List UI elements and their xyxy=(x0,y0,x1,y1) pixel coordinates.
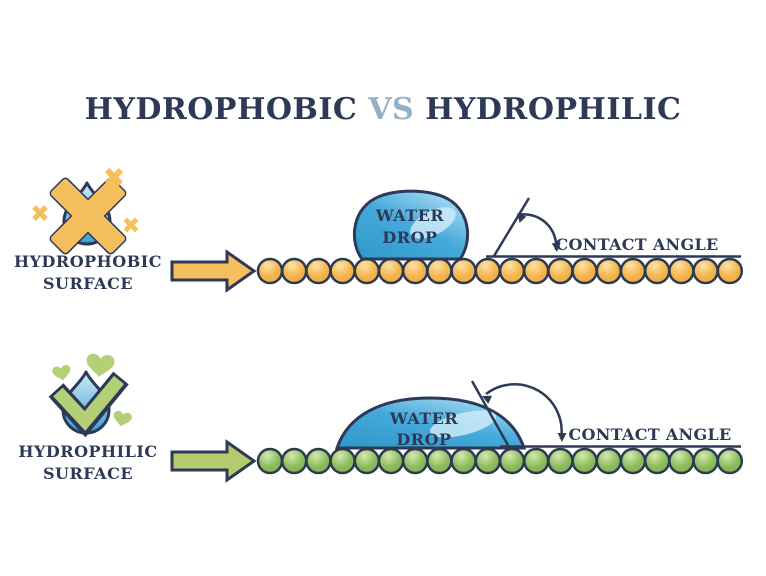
hydrophilic-bead-row xyxy=(256,447,744,475)
surface-bead xyxy=(474,257,502,285)
check-mark-icon xyxy=(48,371,129,438)
surface-bead xyxy=(329,447,356,475)
surface-bead xyxy=(353,447,381,475)
surface-bead xyxy=(595,447,623,475)
contact-angle-marker-hydrophilic xyxy=(470,380,741,448)
arrow-right-icon xyxy=(170,249,257,293)
drop-highlight xyxy=(410,207,456,239)
arc-arrowhead xyxy=(551,242,561,252)
title-hydrophilic: HYDROPHILIC xyxy=(425,92,682,127)
drop-highlight xyxy=(429,410,497,438)
surface-bead xyxy=(643,257,671,285)
surface-bead xyxy=(571,447,598,475)
surface-bead xyxy=(280,447,308,475)
contact-angle-label-hydrophilic: CONTACT ANGLE xyxy=(568,425,731,444)
surface-bead xyxy=(329,257,356,285)
surface-bead xyxy=(401,257,429,285)
water-drop-label-line2: DROP xyxy=(396,430,451,449)
title-hydrophobic: HYDROPHOBIC xyxy=(84,92,358,127)
surface-bead xyxy=(692,257,719,285)
title-vs: VS xyxy=(368,92,415,127)
surface-bead xyxy=(401,447,429,475)
hydrophobic-surface-label-line1: HYDROPHOBIC xyxy=(14,252,162,271)
surface-bead xyxy=(498,257,526,285)
page-title: HYDROPHOBIC VS HYDROPHILIC xyxy=(0,92,766,127)
hydrophobic-surface-label-line2: SURFACE xyxy=(43,274,133,293)
crossed-out-drop-icon xyxy=(32,167,139,255)
surface-bead xyxy=(547,447,574,475)
hydrophobic-section: HYDROPHOBIC SURFACE WATER DROP CONT xyxy=(14,167,744,293)
hydrophilic-surface-label-line1: HYDROPHILIC xyxy=(18,442,157,461)
surface-bead xyxy=(256,257,284,285)
surface-bead xyxy=(619,257,647,285)
surface-bead xyxy=(256,447,284,475)
surface-bead xyxy=(474,447,502,475)
water-drop-hydrophilic: WATER DROP xyxy=(334,396,527,450)
surface-bead xyxy=(692,447,719,475)
angle-arc xyxy=(517,213,558,251)
heart-icon xyxy=(86,353,115,377)
hydrophobic-bead-row xyxy=(256,257,744,285)
heart-icon xyxy=(52,365,71,381)
surface-bead xyxy=(522,447,550,475)
x-mark-icon xyxy=(32,205,48,221)
surface-bead xyxy=(643,447,671,475)
surface-bead xyxy=(353,257,381,285)
surface-bead xyxy=(716,447,744,475)
surface-bead xyxy=(716,257,744,285)
surface-bead xyxy=(547,257,574,285)
hydrophilic-surface-label-line2: SURFACE xyxy=(43,464,133,483)
water-drop-label-line1: WATER xyxy=(389,409,459,428)
arc-arrowhead xyxy=(482,395,493,404)
surface-bead xyxy=(426,447,453,475)
x-cross-icon xyxy=(49,177,127,255)
surface-bead xyxy=(668,447,695,475)
x-mark-icon xyxy=(104,167,124,187)
surface-bead xyxy=(668,257,695,285)
surface-bead xyxy=(280,257,308,285)
water-drop-label-line2: DROP xyxy=(382,228,437,247)
surface-bead xyxy=(522,257,550,285)
arrow-right-icon xyxy=(170,439,257,483)
surface-bead xyxy=(498,447,526,475)
surface-bead xyxy=(619,447,647,475)
surface-bead xyxy=(450,447,477,475)
surface-bead xyxy=(426,257,453,285)
surface-bead xyxy=(450,257,477,285)
surface-bead xyxy=(595,257,623,285)
contact-angle-label-hydrophobic: CONTACT ANGLE xyxy=(555,235,718,254)
surface-bead xyxy=(305,447,332,475)
heart-icon xyxy=(113,410,132,427)
hydrophilic-section: HYDROPHILIC SURFACE WATER DROP CONT xyxy=(18,353,744,483)
x-mark-icon xyxy=(123,217,139,233)
angle-tangent-line xyxy=(492,197,531,257)
water-drop-label-line1: WATER xyxy=(375,206,445,225)
angle-tangent-line xyxy=(470,380,511,448)
arc-arrowhead xyxy=(517,213,527,223)
contact-angle-marker-hydrophobic xyxy=(486,197,741,258)
checked-drop-icon xyxy=(48,353,132,438)
angle-arc xyxy=(485,383,563,440)
surface-bead xyxy=(571,257,598,285)
surface-bead xyxy=(377,447,405,475)
surface-bead xyxy=(377,257,405,285)
surface-bead xyxy=(305,257,332,285)
water-drop-hydrophobic: WATER DROP xyxy=(352,189,470,261)
arc-arrowhead xyxy=(557,433,567,442)
